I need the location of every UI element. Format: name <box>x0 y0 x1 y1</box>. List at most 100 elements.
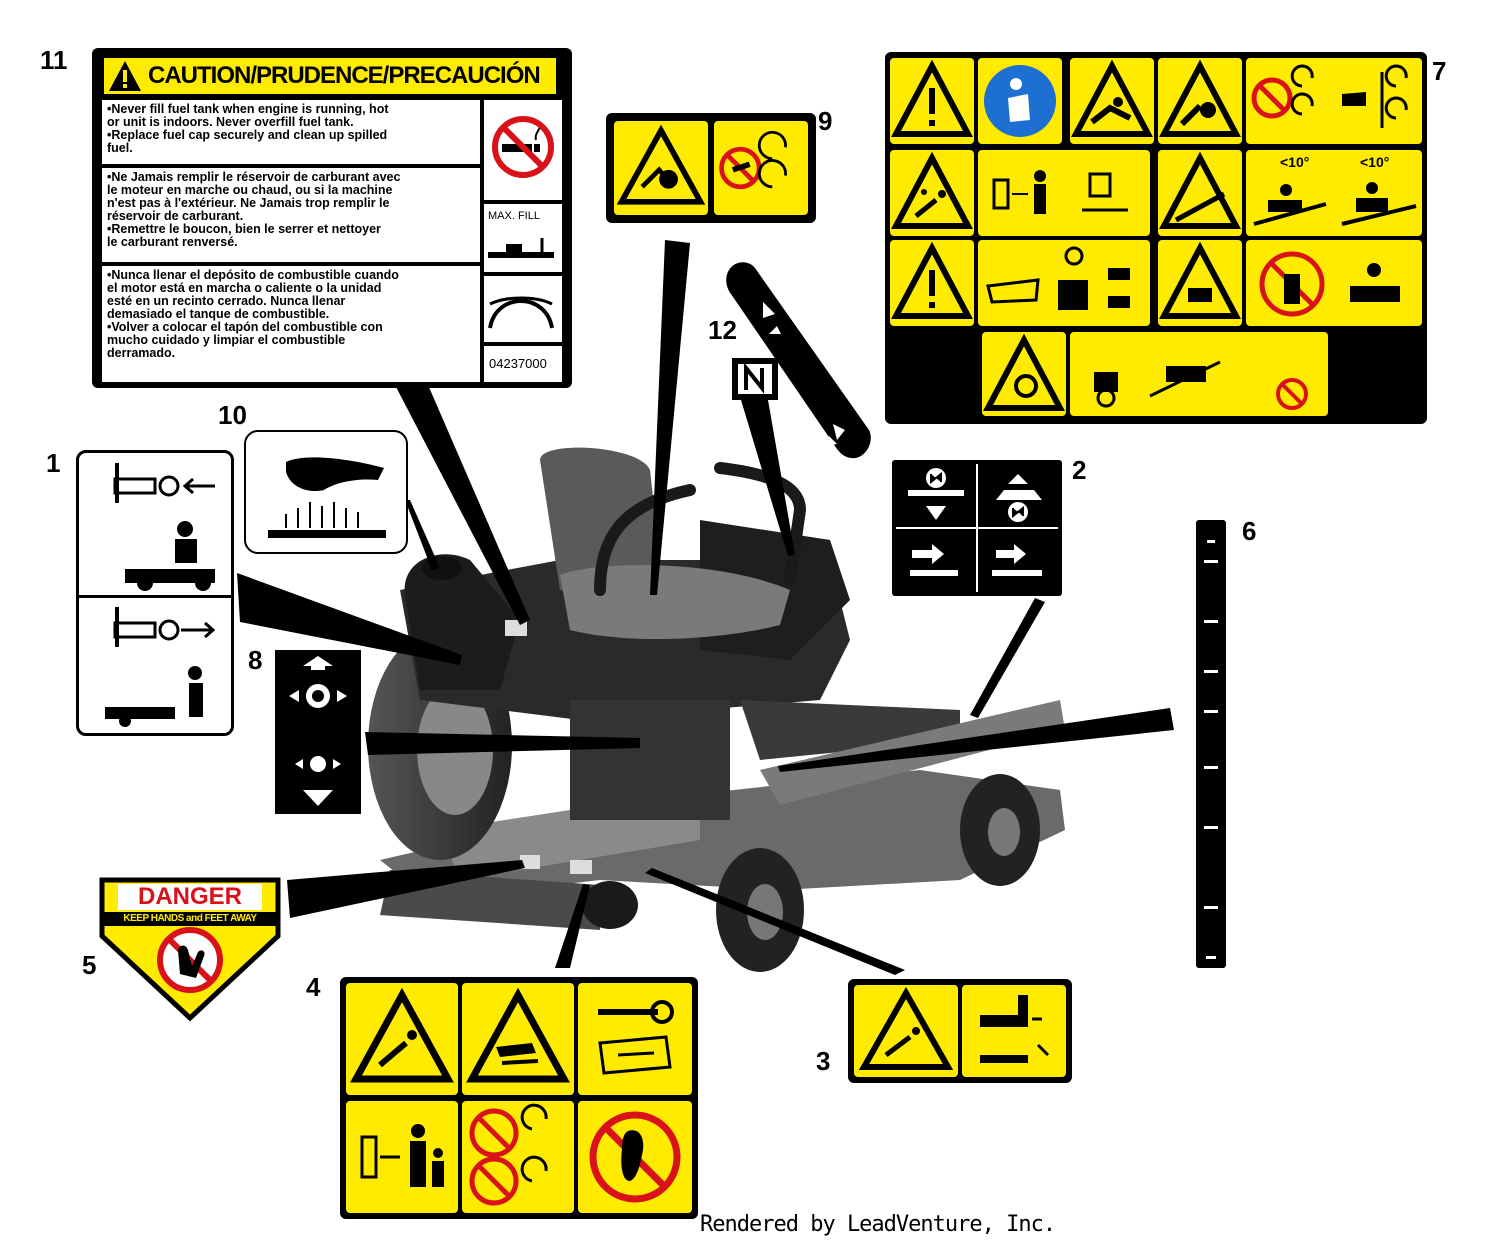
keep-children-away-icon <box>360 1124 444 1187</box>
decal-7-parking-brake <box>978 240 1150 326</box>
thrown-objects-icon <box>858 986 954 1070</box>
decal-4-no-hands-feet <box>462 1101 574 1213</box>
decal-4-thrown-objects <box>346 983 458 1095</box>
callout-5: 5 <box>82 950 97 980</box>
decal-7-no-passengers <box>1246 240 1422 326</box>
caution-text-english: •Never fill fuel tank when engine is run… <box>102 100 480 164</box>
thrown-objects-icon <box>350 987 454 1083</box>
decal-7-thrown-debris <box>890 150 974 236</box>
read-manual-icon <box>984 65 1056 137</box>
decal-2-motion-control <box>892 460 1062 596</box>
decal-8-park-brake <box>275 650 361 814</box>
decal-3 <box>848 979 1072 1083</box>
callout-1: 1 <box>46 448 61 478</box>
decal-9-no-hands <box>714 121 808 215</box>
no-smoking-icon <box>492 116 554 178</box>
caution-text-spanish: •Nunca llenar el depósito de combustible… <box>102 266 480 382</box>
decal-4-no-step <box>578 1101 692 1213</box>
warning-triangle-icon <box>109 61 141 91</box>
leader-lines <box>237 240 1174 975</box>
rollover-hazard-icon <box>1159 241 1241 319</box>
disengage-operator-icon <box>105 607 216 727</box>
fuel-level-icon <box>488 238 554 258</box>
decal-4-remove-key <box>578 983 692 1095</box>
decal-1 <box>76 450 234 736</box>
callout-11: 11 <box>40 45 68 75</box>
decal-4 <box>340 977 698 1219</box>
callout-6: 6 <box>1242 516 1257 546</box>
decal-11-fuel-caution: CAUTION/PRUDENCE/PRECAUCIÓN •Never fill … <box>92 48 572 388</box>
motion-control-icon <box>896 464 1058 592</box>
decal-9-blade-hazard <box>614 121 708 215</box>
caution-title: CAUTION/PRUDENCE/PRECAUCIÓN <box>104 58 556 94</box>
remove-key-icon <box>598 1000 674 1075</box>
decal-5-danger: DANGER KEEP HANDS and FEET AWAY <box>96 874 284 1022</box>
decal-7-rollover <box>1158 240 1242 326</box>
park-brake-icon <box>289 656 347 806</box>
height-scale-marks <box>1204 540 1218 959</box>
decal-7-tip-hazard <box>982 332 1066 416</box>
decal-7: <10° <10° <box>885 52 1427 424</box>
entanglement-hazard-icon <box>1071 59 1153 137</box>
callout-4: 4 <box>306 972 321 1002</box>
exclamation-warning-icon <box>891 241 973 319</box>
no-smoking-panel <box>484 100 562 200</box>
danger-label: DANGER <box>118 884 262 910</box>
fuel-tank-panel <box>484 276 562 342</box>
slope-limit-left: <10° <box>1280 154 1310 170</box>
slope-hazard-icon <box>1159 151 1241 229</box>
wait-for-blade-stop-icon <box>1251 64 1408 128</box>
decal-7-stop-blades <box>1246 58 1422 144</box>
parking-brake-operator-icon <box>986 246 1130 310</box>
max-fill-label: MAX. FILL <box>488 210 540 222</box>
callout-9: 9 <box>818 106 833 136</box>
no-passengers-icon <box>1259 251 1400 317</box>
thrown-debris-icon <box>891 151 973 229</box>
foot-cutting-hazard-icon <box>466 987 570 1083</box>
callout-7: 7 <box>1432 56 1447 86</box>
decal-1-divider <box>79 595 231 598</box>
decal-4-cutting <box>462 983 574 1095</box>
no-hands-blade-icon <box>469 1103 548 1206</box>
decal-4-bystanders <box>346 1101 458 1213</box>
decal-7-read-manual <box>978 58 1062 144</box>
callout-2: 2 <box>1072 455 1087 485</box>
decal-6-height-gauge <box>1196 520 1226 968</box>
decal-7-warning <box>890 58 974 144</box>
max-fill-panel: MAX. FILL <box>484 204 562 272</box>
decal-7-keep-bystanders-away <box>978 150 1150 236</box>
credit-text: Rendered by LeadVenture, Inc. <box>700 1212 1056 1237</box>
hot-surface-hand-icon <box>268 457 386 538</box>
fuel-tank-icon <box>488 296 554 329</box>
danger-warning-text: KEEP HANDS and FEET AWAY <box>104 912 276 926</box>
exclamation-warning-icon <box>891 59 973 137</box>
decal-9 <box>606 113 816 223</box>
decal-7-slope-hazard <box>1158 150 1242 236</box>
rollover-protection-icon <box>1094 360 1308 410</box>
tip-over-hazard-icon <box>983 333 1065 411</box>
decal-7-thrown-objects <box>1070 58 1154 144</box>
decal-3-discharge-chute <box>962 985 1066 1077</box>
callout-8: 8 <box>248 645 263 675</box>
decal-7-rollover-protection <box>1070 332 1328 416</box>
neutral-n-icon <box>738 362 772 394</box>
slope-limit-right: <10° <box>1360 154 1390 170</box>
blade-hazard-icon <box>1159 59 1241 137</box>
discharge-chute-icon <box>980 995 1050 1063</box>
decal-7-blade <box>1158 58 1242 144</box>
decal-10-hot-surface <box>244 430 408 554</box>
no-reach-rotating-icon <box>719 130 787 190</box>
mower-on-slope-icon <box>1253 182 1417 226</box>
decal-3-thrown-objects <box>854 985 958 1077</box>
no-step-icon <box>589 1111 681 1203</box>
callout-3: 3 <box>816 1046 831 1076</box>
blade-hazard-icon <box>616 124 706 205</box>
decal-7-slope-limit: <10° <10° <box>1246 150 1422 236</box>
caution-text-french: •Ne Jamais remplir le réservoir de carbu… <box>102 168 480 262</box>
decal-12-strip <box>726 262 871 459</box>
callout-10: 10 <box>218 400 247 430</box>
part-number: 04237000 <box>484 346 562 382</box>
keep-bystanders-away-icon <box>992 170 1128 214</box>
callout-12: 12 <box>708 315 737 345</box>
